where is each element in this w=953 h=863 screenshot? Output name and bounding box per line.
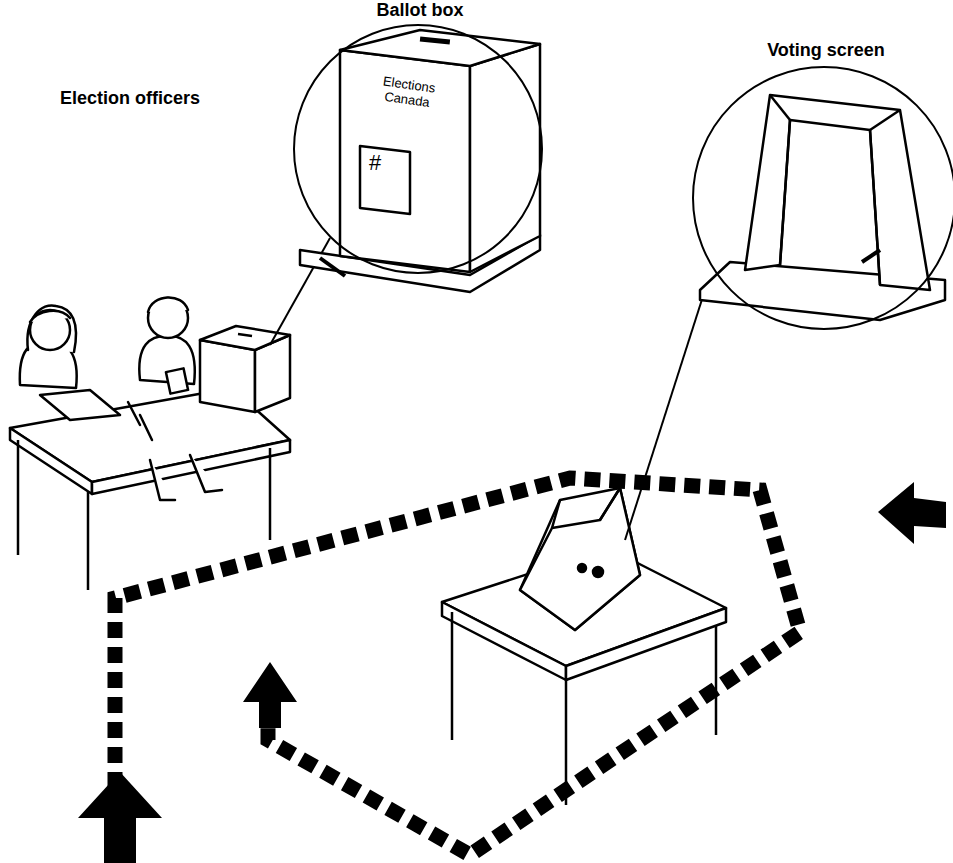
officers-table <box>10 428 92 494</box>
voting-table <box>442 602 566 680</box>
voting-screen-detail <box>700 95 945 320</box>
voting-screen-small <box>520 488 640 630</box>
group-label: Election officers <box>30 88 230 109</box>
ballot-box-detail <box>320 258 345 276</box>
voting-screen-detail <box>870 110 900 130</box>
ballot-box-small <box>238 334 252 336</box>
officers-table <box>17 440 20 555</box>
ballot-box-detail <box>340 50 470 272</box>
walking-path <box>878 482 946 544</box>
ballot-box-detail <box>360 146 410 214</box>
election-officer-figures <box>27 305 76 352</box>
voting-screen-small <box>578 564 586 572</box>
voting-screen-small <box>593 567 603 577</box>
voting-screen-small <box>520 488 640 630</box>
election-officer-figures <box>166 368 188 393</box>
election-officer-figures <box>30 311 70 322</box>
leader-line <box>270 238 705 540</box>
voting-table <box>451 612 454 740</box>
voting-screen-small <box>600 488 620 520</box>
election-officer-figures <box>40 390 120 420</box>
officers-table <box>92 440 290 494</box>
callout-title: Ballot box <box>295 0 545 21</box>
callout-title: Voting screen <box>694 40 953 61</box>
election-officer-figures <box>148 298 188 338</box>
ballot-box-small <box>200 340 255 412</box>
officers-table <box>87 492 90 590</box>
callout-circle: Ballot boxElections Canada <box>293 24 543 274</box>
voting-table <box>715 625 718 735</box>
sticker-mark: # <box>360 150 390 175</box>
ballot-box-detail <box>420 36 450 44</box>
election-officer-figures <box>150 455 222 500</box>
election-officer-figures <box>148 297 188 312</box>
leader-line <box>625 290 705 540</box>
walking-path <box>78 478 946 863</box>
voting-screen-detail <box>780 120 790 265</box>
ballot-box-detail <box>340 30 540 66</box>
ballot-box-small <box>200 326 290 412</box>
ballot-box-detail <box>470 44 540 272</box>
voting-screen-small <box>520 488 640 630</box>
officers-table <box>269 448 272 540</box>
officers-table <box>10 388 290 590</box>
ballot-box-detail <box>300 30 540 292</box>
election-officer-figures <box>20 297 222 500</box>
voting-screen-detail <box>862 250 880 262</box>
callout-circle: Voting screen <box>692 66 953 330</box>
election-officer-figures <box>128 402 140 425</box>
box-marking: Elections Canada <box>373 74 443 113</box>
voting-screen-small <box>552 500 560 528</box>
voting-screen-detail <box>870 130 880 285</box>
ballot-box-small <box>200 326 290 350</box>
walking-path <box>115 478 800 863</box>
walking-path <box>243 662 297 728</box>
election-officer-figures <box>140 415 152 440</box>
election-officer-figures <box>30 310 70 350</box>
voting-screen-detail <box>770 95 790 120</box>
walking-path <box>78 772 162 863</box>
voting-screen-detail <box>745 95 930 290</box>
voting-table <box>565 680 568 805</box>
